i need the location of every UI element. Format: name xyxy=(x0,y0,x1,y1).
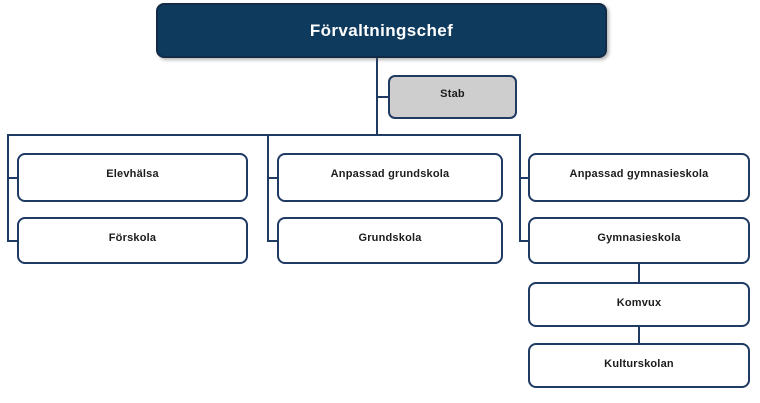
node-grundskola: Grundskola xyxy=(277,217,503,264)
node-grundskola-label: Grundskola xyxy=(358,232,422,244)
connector-stub-grundskola xyxy=(267,240,279,242)
connector-stub-gymnasieskola xyxy=(519,240,530,242)
node-kulturskolan-label: Kulturskolan xyxy=(604,358,674,370)
node-komvux-label: Komvux xyxy=(616,297,662,309)
node-elevhalsa-label: Elevhälsa xyxy=(106,168,159,180)
connector-stab-stub xyxy=(377,96,390,98)
connector-komvux-kulturskolan xyxy=(638,327,640,343)
connector-stub-anpassad-gymnasieskola xyxy=(519,177,530,179)
node-elevhalsa: Elevhälsa xyxy=(17,153,248,202)
connector-stub-anpassad-grundskola xyxy=(267,177,279,179)
node-forvaltningschef: Förvaltningschef xyxy=(156,3,607,58)
connector-stub-forskola xyxy=(7,240,19,242)
node-anpassad-gymnasieskola: Anpassad gymnasieskola xyxy=(528,153,750,202)
node-forskola: Förskola xyxy=(17,217,248,264)
node-anpassad-grundskola: Anpassad grundskola xyxy=(277,153,503,202)
node-stab: Stab xyxy=(388,75,517,119)
node-komvux: Komvux xyxy=(528,282,750,327)
node-anpassad-grundskola-label: Anpassad grundskola xyxy=(330,168,450,180)
connector-spine-col1 xyxy=(7,134,9,242)
connector-spine-col3 xyxy=(519,134,521,242)
node-gymnasieskola-label: Gymnasieskola xyxy=(597,232,681,244)
connector-branch-horizontal xyxy=(7,134,521,136)
node-gymnasieskola: Gymnasieskola xyxy=(528,217,750,264)
connector-gymnasieskola-komvux xyxy=(638,264,640,282)
node-forskola-label: Förskola xyxy=(108,232,157,244)
node-anpassad-gymnasieskola-label: Anpassad gymnasieskola xyxy=(569,168,709,180)
connector-spine-col2 xyxy=(267,134,269,242)
node-kulturskolan: Kulturskolan xyxy=(528,343,750,388)
node-forvaltningschef-label: Förvaltningschef xyxy=(309,20,454,40)
connector-stub-elevhalsa xyxy=(7,177,19,179)
node-stab-label: Stab xyxy=(440,88,465,100)
